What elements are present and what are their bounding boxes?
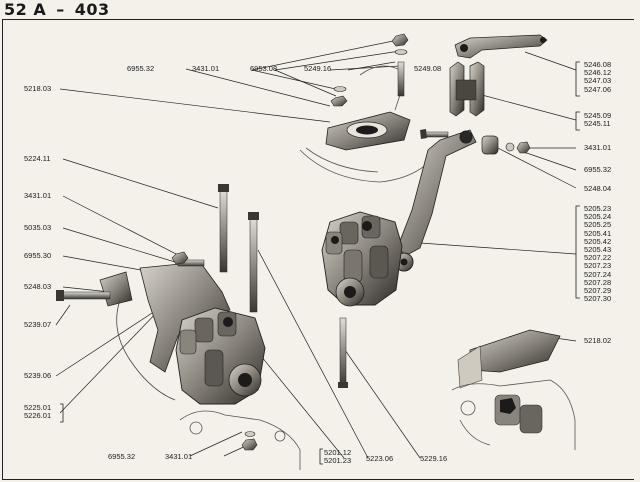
label-5226-01: 5226.01: [24, 411, 52, 421]
page-frame: [2, 19, 634, 480]
label-6955-32-bottom: 6955.32: [108, 452, 136, 461]
label-6955-30: 6955.30: [24, 251, 52, 260]
label-5218-03: 5218.03: [24, 84, 52, 93]
label-5245-09: 5245.09: [584, 111, 612, 120]
label-6953-08: 6953.08: [250, 64, 278, 73]
damper-body-upper: [321, 211, 403, 307]
label-3431-01-bottom: 3431.01: [165, 452, 193, 461]
label-5246-08: 5246.08: [584, 60, 612, 69]
label-5223-06: 5223.06: [366, 454, 394, 463]
label-5247-03: 5247.03: [584, 76, 612, 86]
label-5207-30: 5207.30: [584, 294, 612, 304]
label-5207-23: 5207.23: [584, 261, 612, 271]
label-5225-01: 5225.01: [24, 403, 52, 412]
inset-detail: [451, 329, 576, 450]
label-5201-12: 5201.12: [324, 448, 352, 457]
label-5205-24: 5205.24: [584, 212, 612, 222]
label-5245-11: 5245.11: [584, 119, 611, 129]
upper-lever-5246: [454, 34, 548, 59]
left-bracket-assembly: [56, 251, 231, 401]
label-5229-16: 5229.16: [420, 454, 448, 463]
label-5248-03: 5248.03: [24, 282, 52, 291]
label-5248-04: 5248.04: [584, 184, 612, 193]
label-group-5246: 5246.08 5246.12 5247.03 5247.06: [584, 60, 612, 94]
label-3431-01-left: 3431.01: [24, 191, 52, 200]
rubber-pad-5218-03: [325, 111, 411, 151]
label-5205-23: 5205.23: [584, 204, 612, 213]
label-5249-08: 5249.08: [414, 64, 442, 73]
label-6955-32-top: 6955.32: [127, 64, 155, 73]
label-5224-11: 5224.11: [24, 154, 51, 163]
suspension-arm: [394, 129, 531, 272]
link-plates-5245: [449, 61, 485, 117]
label-5035-03: 5035.03: [24, 223, 52, 232]
label-group-5245: 5245.09 5245.11: [584, 111, 612, 129]
label-5205-42: 5205.42: [584, 236, 612, 246]
label-5207-29: 5207.29: [584, 286, 612, 296]
label-6955-32-right: 6955.32: [584, 165, 612, 174]
label-5218-02: 5218.02: [584, 336, 612, 345]
label-5246-12: 5246.12: [584, 68, 612, 78]
studs-and-bolts: [218, 184, 348, 388]
label-5207-22: 5207.22: [584, 253, 612, 263]
page-header: 52 A–403: [4, 0, 110, 19]
label-group-5225: 5225.01 5226.01: [24, 403, 52, 421]
leader-lines: [55, 39, 577, 459]
label-5205-25: 5205.25: [584, 220, 612, 230]
label-3431-01-top: 3431.01: [192, 64, 220, 73]
label-5207-24: 5207.24: [584, 269, 612, 279]
label-group-5205: 5205.23 5205.24 5205.25 5205.41 5205.42 …: [584, 204, 612, 304]
group-number: 52 A: [4, 0, 47, 19]
label-5207-28: 5207.28: [584, 277, 612, 287]
label-5201-23: 5201.23: [324, 456, 352, 466]
label-5249-16: 5249.16: [304, 64, 332, 73]
label-5205-43: 5205.43: [584, 245, 612, 255]
header-separator: –: [56, 0, 65, 19]
label-5239-06: 5239.06: [24, 371, 52, 380]
reference-brackets: [60, 61, 580, 465]
label-3431-01-right: 3431.01: [584, 143, 612, 152]
label-5239-07: 5239.07: [24, 320, 52, 329]
bottom-chassis-sketch: [179, 410, 301, 470]
top-nuts-and-washers: [330, 33, 409, 107]
page-number: 403: [74, 0, 110, 19]
label-group-5201: 5201.12 5201.23: [324, 448, 352, 466]
label-5247-06: 5247.06: [584, 84, 612, 94]
label-5205-41: 5205.41: [584, 228, 612, 238]
damper-body-lower: [175, 307, 266, 405]
